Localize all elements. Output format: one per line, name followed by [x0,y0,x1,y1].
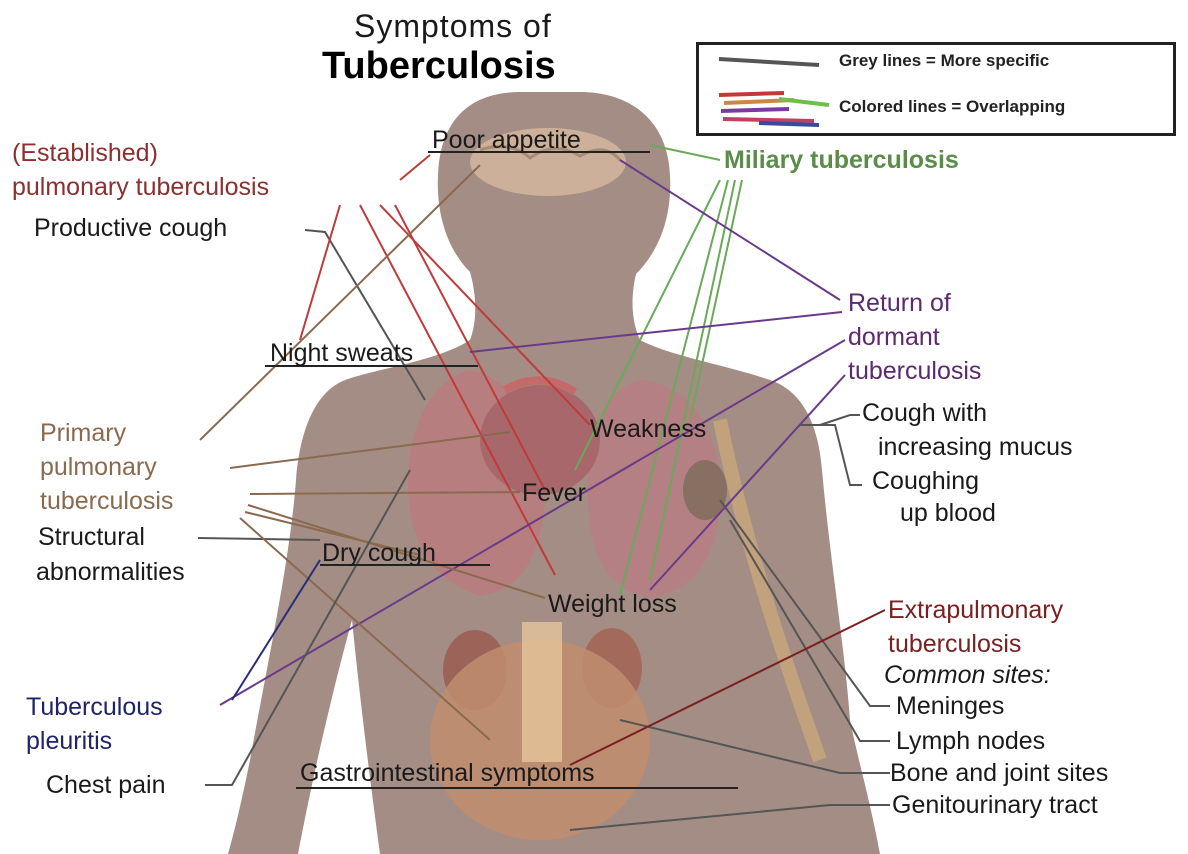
primary-line3: tuberculosis [40,486,173,516]
established-line2: pulmonary tuberculosis [12,172,269,202]
symptom-cough-mucus-line1: Cough with [862,398,987,428]
symptom-weight-loss: Weight loss [548,589,677,619]
site-genitourinary: Genitourinary tract [892,790,1098,820]
return-line2: dormant [848,322,940,352]
site-meninges: Meninges [896,691,1004,721]
symptom-dry-cough: Dry cough [322,538,436,568]
symptom-coughing-blood-line2: up blood [900,498,996,528]
symptom-structural-line1: Structural [38,522,145,552]
symptom-cough-mucus-line2: increasing mucus [878,432,1073,462]
symptom-fever: Fever [522,478,586,508]
title-line-1: Symptoms of [354,8,552,45]
legend-colored: Colored lines = Overlapping [839,97,1065,117]
miliary-label: Miliary tuberculosis [724,145,959,175]
primary-line2: pulmonary [40,452,157,482]
return-line3: tuberculosis [848,356,981,386]
site-bone-joint: Bone and joint sites [890,758,1108,788]
pleuritis-line1: Tuberculous [26,692,163,722]
symptom-poor-appetite: Poor appetite [432,125,581,155]
extrapulmonary-line2: tuberculosis [888,629,1021,659]
symptom-gastrointestinal: Gastrointestinal symptoms [300,758,595,788]
symptom-structural-line2: abnormalities [36,557,185,587]
title-line-2: Tuberculosis [322,45,556,88]
symptom-weakness: Weakness [590,414,706,444]
legend-grey: Grey lines = More specific [839,51,1049,71]
site-lymph-nodes: Lymph nodes [896,726,1045,756]
pleuritis-line2: pleuritis [26,726,112,756]
established-line1: (Established) [12,138,158,168]
extrapulmonary-line1: Extrapulmonary [888,595,1063,625]
symptom-coughing-blood-line1: Coughing [872,466,979,496]
symptom-chest-pain: Chest pain [46,770,166,800]
symptom-productive-cough: Productive cough [34,213,227,243]
primary-line1: Primary [40,418,126,448]
symptom-night-sweats: Night sweats [270,338,413,368]
common-sites-label: Common sites: [884,660,1051,690]
return-line1: Return of [848,288,951,318]
legend-box: Grey lines = More specific Colored lines… [696,42,1176,136]
